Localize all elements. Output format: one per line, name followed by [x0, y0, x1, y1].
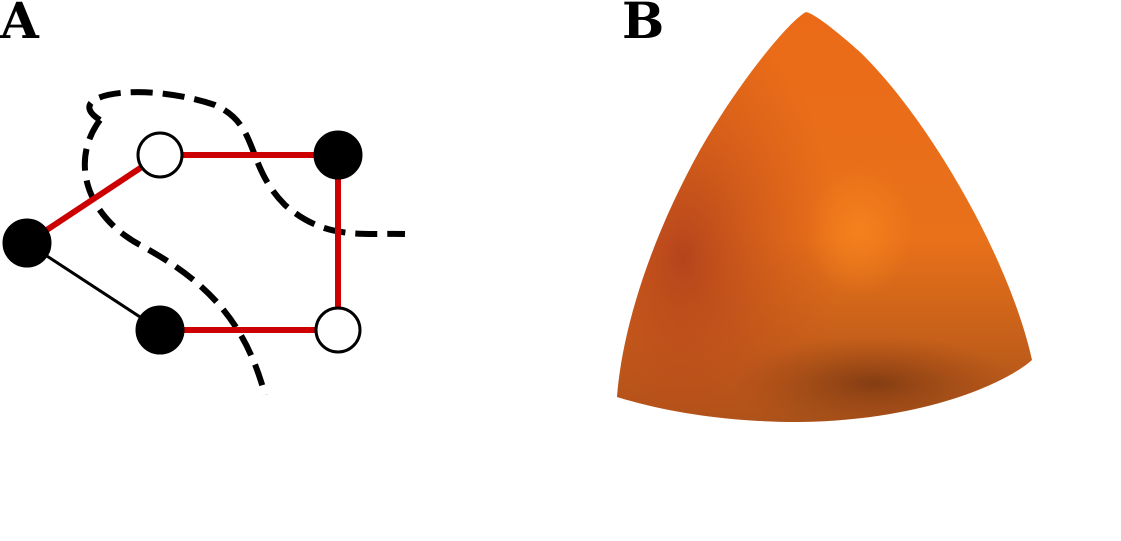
panel-label-b: B: [622, 0, 665, 50]
graph-node-n5: [314, 306, 362, 354]
graph-edge-n1-n4: [26, 241, 161, 332]
graph-node-n3: [313, 130, 363, 180]
graph-node-n1: [2, 218, 52, 268]
tetrahedron-shade-center: [620, 285, 1030, 422]
graph-edge-n1-n2: [25, 152, 162, 246]
graph-diagram: [2, 89, 406, 396]
tetrahedron-surface: [617, 12, 1032, 422]
graph-node-n4: [135, 305, 185, 355]
graph-node-n2: [136, 131, 184, 179]
dashed-curve-inner: [81, 118, 268, 396]
panel-label-a: A: [0, 0, 39, 50]
tetrahedron-highlight: [760, 110, 940, 330]
